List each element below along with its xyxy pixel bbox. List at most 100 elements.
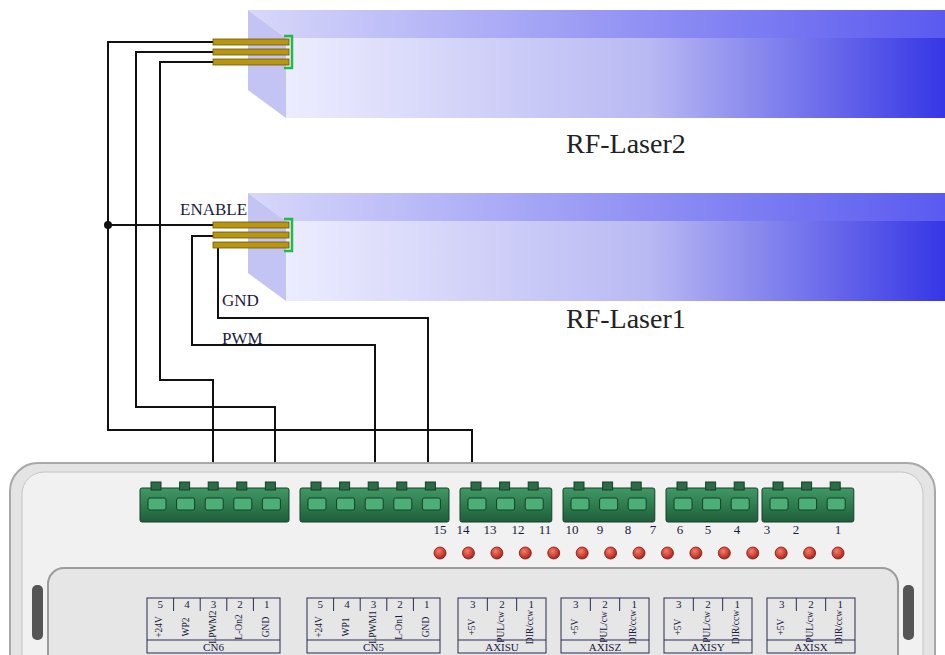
connector-name: AXISU bbox=[485, 642, 519, 653]
connector-pin bbox=[213, 39, 289, 45]
connector-pin bbox=[213, 242, 289, 248]
terminal-screw bbox=[365, 498, 383, 510]
laser-front bbox=[286, 221, 945, 301]
pin-number: 8 bbox=[625, 523, 632, 536]
pin-number: 1 bbox=[735, 599, 741, 610]
pin-number: 10 bbox=[566, 523, 579, 536]
terminal-tab bbox=[471, 482, 481, 490]
pin-name: L-On2 bbox=[235, 614, 245, 639]
terminal-screw bbox=[571, 498, 589, 510]
pin-number: 7 bbox=[650, 523, 657, 536]
connector-pin bbox=[213, 222, 289, 228]
terminal-screw bbox=[205, 498, 223, 510]
shape bbox=[664, 598, 752, 653]
terminal-tab bbox=[574, 482, 584, 490]
pin-number: 5 bbox=[158, 599, 164, 610]
terminal-screw bbox=[394, 498, 412, 510]
pin-number: 1 bbox=[529, 599, 535, 610]
connector-name: AXISY bbox=[691, 642, 725, 653]
pin-number: 13 bbox=[484, 523, 497, 536]
terminal-screw bbox=[674, 498, 692, 510]
table-rule bbox=[487, 598, 488, 611]
terminal-tab bbox=[773, 482, 783, 490]
terminal-screw bbox=[262, 498, 280, 510]
pin-number: 1 bbox=[838, 599, 844, 610]
terminal-tab bbox=[151, 482, 161, 490]
terminal-screw bbox=[148, 498, 166, 510]
led bbox=[775, 547, 787, 559]
table-rule bbox=[333, 598, 334, 611]
signal-name: GND bbox=[222, 292, 259, 309]
pin-number: 9 bbox=[597, 523, 604, 536]
terminal-tab bbox=[631, 482, 641, 490]
terminal-tab bbox=[340, 482, 350, 490]
pin-name: WP1 bbox=[342, 617, 352, 636]
rf-laser: RF-Laser2 bbox=[248, 10, 945, 170]
signal-name: ENABLE bbox=[180, 201, 247, 218]
pin-number: 3 bbox=[779, 599, 785, 610]
pin-name: DIR/ccw bbox=[630, 609, 640, 643]
connector-clip bbox=[284, 219, 292, 251]
pin-name: GND bbox=[422, 616, 432, 637]
pin-number: 3 bbox=[470, 599, 476, 610]
connector-pin bbox=[213, 49, 289, 55]
terminal-screw bbox=[600, 498, 618, 510]
led bbox=[519, 547, 531, 559]
pin-number: 6 bbox=[677, 523, 684, 536]
table-rule bbox=[619, 598, 620, 611]
terminal-tab bbox=[677, 482, 687, 490]
pin-name: +5V bbox=[777, 618, 787, 635]
pin-number: 2 bbox=[397, 599, 403, 610]
table-rule bbox=[413, 598, 414, 611]
terminal-screw bbox=[497, 498, 515, 510]
terminal-screw bbox=[731, 498, 749, 510]
terminal-screw bbox=[177, 498, 195, 510]
terminal-tab bbox=[265, 482, 275, 490]
pin-number: 4 bbox=[184, 599, 190, 610]
shape bbox=[561, 598, 649, 653]
connector-pin bbox=[213, 59, 289, 65]
pin-name: PUL/cw bbox=[703, 611, 713, 643]
pin-number: 3 bbox=[676, 599, 682, 610]
signal-name: PWM bbox=[222, 330, 263, 347]
terminal-tab bbox=[425, 482, 435, 490]
table-rule bbox=[590, 598, 591, 611]
terminal-tab bbox=[237, 482, 247, 490]
pin-name: +24V bbox=[316, 616, 326, 638]
terminal-screw bbox=[525, 498, 543, 510]
table-rule bbox=[226, 598, 227, 611]
led bbox=[718, 547, 730, 559]
terminal-tab bbox=[500, 482, 510, 490]
pin-number: 3 bbox=[371, 599, 377, 610]
pin-number: 1 bbox=[424, 599, 430, 610]
led bbox=[690, 547, 702, 559]
pin-name: GND bbox=[262, 616, 272, 637]
connector-name: AXISZ bbox=[589, 642, 621, 653]
laser-front bbox=[286, 38, 945, 118]
led bbox=[491, 547, 503, 559]
connector-clip bbox=[284, 36, 292, 68]
shape bbox=[307, 598, 440, 653]
shape bbox=[458, 598, 546, 653]
terminal-screw bbox=[628, 498, 646, 510]
led bbox=[548, 547, 560, 559]
terminal-tab bbox=[528, 482, 538, 490]
pin-name: LPWM2 bbox=[209, 610, 219, 643]
led bbox=[576, 547, 588, 559]
terminal-screw bbox=[799, 498, 817, 510]
pin-number: 14 bbox=[457, 523, 470, 536]
pin-number: 2 bbox=[793, 523, 800, 536]
table-rule bbox=[693, 598, 694, 611]
shape bbox=[767, 598, 855, 653]
table-rule bbox=[360, 598, 361, 611]
connector-name: CN5 bbox=[363, 642, 384, 653]
terminal-tab bbox=[706, 482, 716, 490]
laser-top bbox=[248, 193, 945, 221]
terminal-screw bbox=[234, 498, 252, 510]
pin-name: L-On1 bbox=[395, 614, 405, 639]
rf-laser: RF-Laser1 bbox=[248, 193, 945, 353]
pin-number: 5 bbox=[705, 523, 712, 536]
terminal-tab bbox=[397, 482, 407, 490]
table-rule bbox=[173, 598, 174, 611]
terminal-tab bbox=[802, 482, 812, 490]
